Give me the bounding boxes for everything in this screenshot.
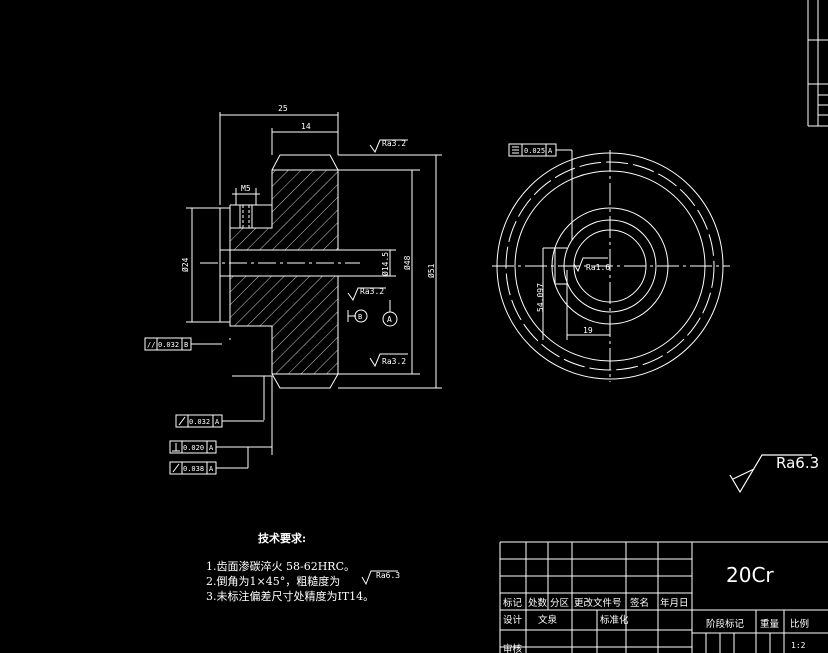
tol-runout1-frame [175, 414, 264, 428]
tb-standardize-label: 标准化 [600, 614, 629, 626]
tb-header-1: 处数 [528, 597, 548, 609]
tb-header-5: 年月日 [660, 597, 689, 609]
dim-overall-width: 25 [278, 104, 288, 113]
material-label: 20Cr [726, 563, 774, 587]
dim-hub-dia: Ø14.5 [380, 252, 390, 276]
roughness-symbol-front [573, 257, 608, 273]
tech-req-item-1: 1.齿面渗碳淬火 58-62HRC。 [206, 559, 355, 573]
roughness-top: Ra3.2 [382, 139, 406, 148]
tech-req-item-2: 2.倒角为1×45°，粗糙度为 [206, 574, 340, 588]
tol-runout2-value: 0.038 [183, 465, 204, 473]
tb-header-0: 标记 [503, 597, 523, 609]
roughness-mid: Ra3.2 [360, 287, 384, 296]
tol-flatness-value: 0.025 [524, 147, 545, 155]
roughness-bottom: Ra3.2 [382, 357, 406, 366]
datum-a-circle [382, 311, 398, 327]
tb-review-label: 审核 [503, 643, 523, 653]
tech-req-ra-symbol [361, 570, 398, 586]
dim-hub-width: 14 [301, 122, 311, 131]
dim-keyway-depth: 54.097 [536, 283, 545, 312]
tb-header-2: 分区 [550, 598, 570, 609]
roughness-front: Ra1.6 [586, 263, 610, 272]
tb-weight-label: 重量 [760, 618, 780, 630]
tech-req-item-3: 3.未标注偏差尺寸处精度为IT14。 [206, 589, 374, 603]
dim-bore-dia: Ø24 [180, 257, 190, 272]
tol-runout1-value: 0.032 [189, 418, 210, 426]
datum-b-label: B [358, 313, 362, 321]
dim-body-dia: Ø48 [402, 255, 412, 270]
tol-parallel-value: 0.032 [158, 341, 179, 349]
front-view [492, 149, 730, 382]
tol-flatness-frame [508, 143, 557, 157]
tol-runout1-datum: A [215, 418, 220, 426]
tol-perp-value: 0.020 [183, 444, 204, 452]
section-view [186, 112, 442, 455]
revision-strip [807, 0, 828, 127]
tb-scale-label: 比例 [790, 618, 809, 630]
tol-runout2-datum: A [209, 465, 214, 473]
tb-header-3: 更改文件号 [574, 597, 622, 609]
tol-flatness-datum: A [548, 147, 553, 155]
title-block-grid [499, 541, 828, 653]
tol-runout2-frame [169, 447, 249, 475]
tb-stage-label: 阶段标记 [706, 618, 745, 630]
tol-parallel-frame [144, 337, 222, 351]
dim-keyway-offset: 19 [583, 326, 593, 335]
dim-thread: M5 [241, 184, 251, 193]
tb-header-4: 签名 [630, 597, 649, 609]
dim-outer-dia: Ø51 [426, 263, 436, 278]
parallel-symbol: // [147, 341, 155, 349]
datum-b-circle [354, 309, 368, 323]
tech-req-heading: 技术要求: [258, 531, 306, 545]
tech-req-item-2-ra: Ra6.3 [376, 571, 400, 580]
tol-perp-frame [169, 440, 272, 454]
tol-parallel-datum: B [184, 341, 188, 349]
tb-scale-value: 1:2 [791, 641, 806, 650]
general-roughness-symbol [729, 454, 812, 494]
datum-a-label: A [387, 315, 392, 324]
roughness-symbols [347, 139, 408, 368]
tb-design-label: 设计 [503, 614, 523, 626]
section-hatch-lower [229, 275, 339, 375]
general-roughness: Ra6.3 [776, 454, 819, 472]
tb-designer: 文泉 [538, 614, 558, 626]
tol-perp-datum: A [209, 444, 214, 452]
